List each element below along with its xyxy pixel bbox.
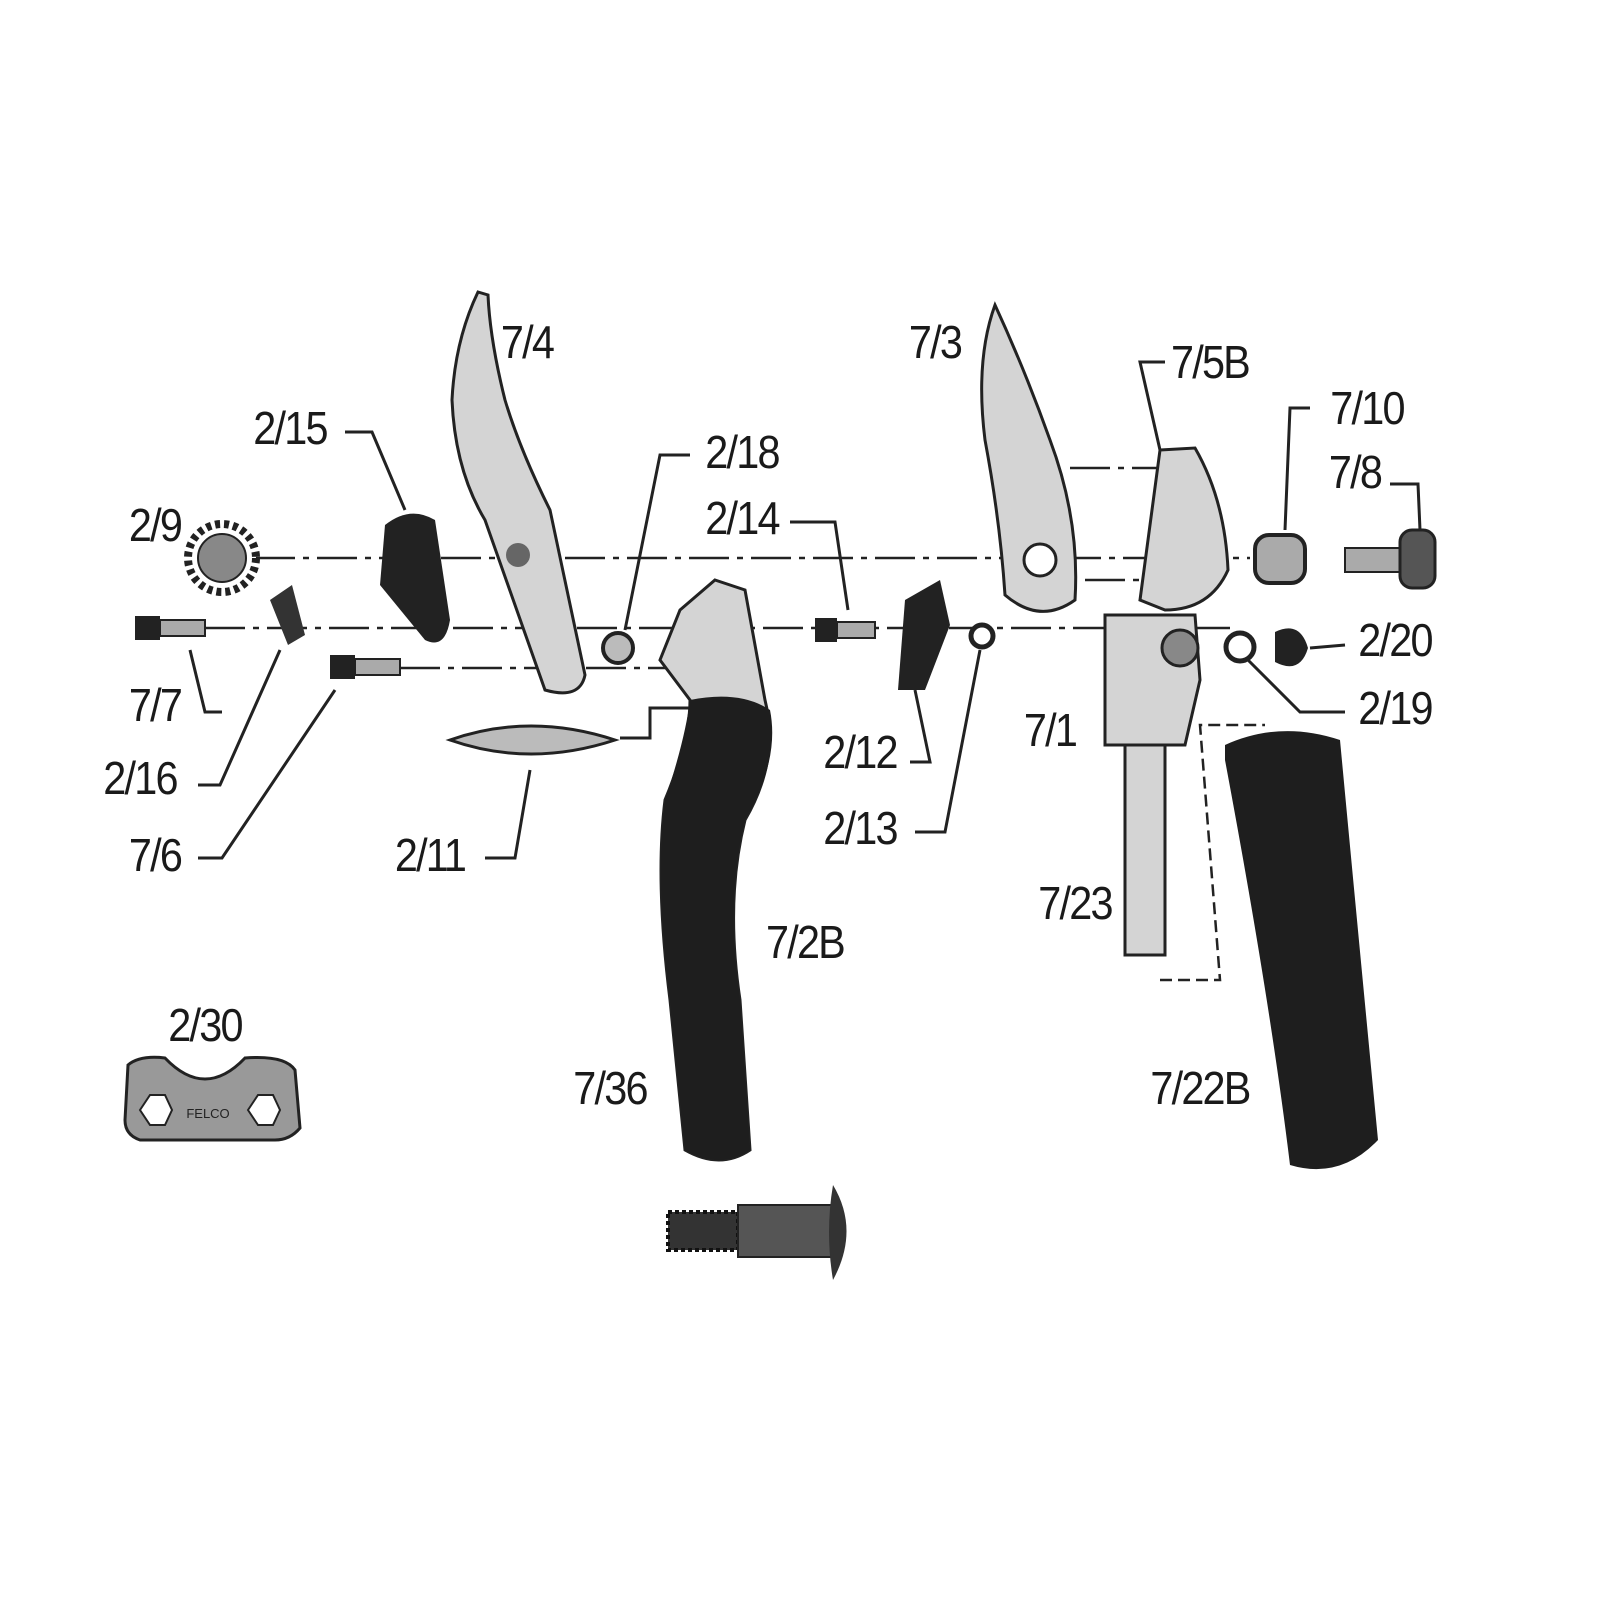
part-7-22b-grip [1225, 731, 1378, 1170]
label-2-19: 2/19 [1358, 682, 1433, 734]
label-7-10: 7/10 [1330, 382, 1405, 434]
label-7-6: 7/6 [128, 829, 183, 881]
leader-lines [188, 360, 1422, 860]
part-7-36-grip [661, 696, 773, 1160]
label-7-2b: 7/2B [766, 916, 846, 968]
part-2-14-screw [815, 618, 876, 642]
part-2-16 [270, 585, 305, 645]
felco-logo: FELCO [186, 1106, 229, 1121]
part-7-6-screw [330, 655, 401, 679]
part-2-13-washer [968, 622, 996, 650]
part-7-5b [1138, 446, 1230, 612]
label-2-13: 2/13 [823, 802, 898, 854]
part-2-11-spring [445, 724, 620, 756]
part-2-15 [380, 513, 450, 643]
part-2-9-gear [184, 520, 260, 596]
bolt [666, 1185, 847, 1280]
label-7-8: 7/8 [1328, 446, 1383, 498]
part-2-20-nut [1275, 628, 1308, 667]
label-7-7: 7/7 [128, 679, 183, 731]
dashed-link [1160, 723, 1265, 982]
label-2-20: 2/20 [1358, 614, 1433, 666]
part-2-12 [898, 580, 950, 690]
part-7-7-screw [135, 616, 206, 640]
part-7-23-rod [1123, 743, 1167, 957]
label-2-16: 2/16 [103, 752, 178, 804]
part-2-30-wrench: FELCO [123, 1055, 302, 1142]
label-7-5b: 7/5B [1171, 336, 1251, 388]
label-2-9: 2/9 [128, 499, 183, 551]
part-7-3-blade [980, 301, 1078, 613]
label-2-18: 2/18 [705, 426, 780, 478]
label-7-36: 7/36 [573, 1062, 648, 1114]
label-7-23: 7/23 [1038, 877, 1113, 929]
label-7-22b: 7/22B [1150, 1062, 1251, 1114]
part-7-4-blade [450, 290, 587, 695]
label-7-3: 7/3 [908, 316, 963, 368]
label-7-1: 7/1 [1023, 704, 1078, 756]
label-7-4: 7/4 [500, 316, 555, 368]
label-2-11: 2/11 [394, 829, 467, 881]
label-2-12: 2/12 [823, 726, 898, 778]
label-2-14: 2/14 [705, 492, 780, 544]
part-2-18 [601, 631, 635, 665]
part-7-8 [1344, 528, 1437, 590]
part-2-19-washer [1223, 630, 1257, 664]
part-7-10 [1253, 533, 1307, 585]
label-2-15: 2/15 [253, 402, 328, 454]
label-2-30: 2/30 [168, 999, 243, 1051]
